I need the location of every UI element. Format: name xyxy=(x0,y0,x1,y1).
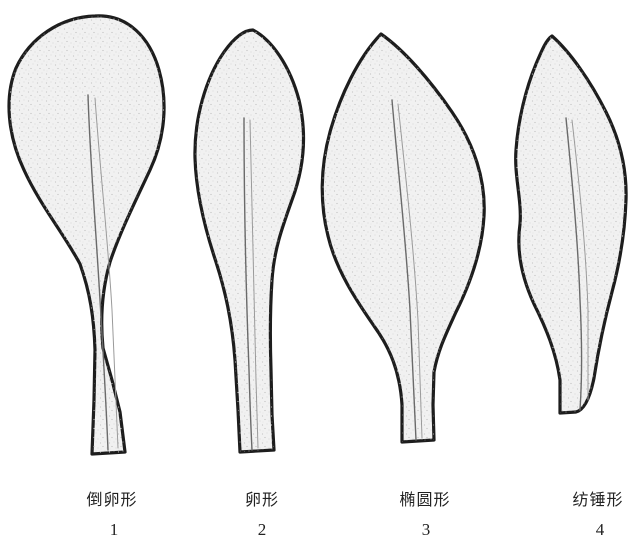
leaf-number-3: 3 xyxy=(422,520,431,540)
leaf-number-4: 4 xyxy=(596,520,605,540)
leaf-label-elliptic: 椭圆形 xyxy=(399,486,450,510)
leaf-ovate xyxy=(195,30,304,452)
leaf-elliptic xyxy=(322,34,484,442)
leaf-label-fusiform: 纺锤形 xyxy=(572,486,623,510)
leaf-label-obovate: 倒卵形 xyxy=(86,486,137,510)
leaf-fusiform xyxy=(516,36,626,413)
leaf-number-2: 2 xyxy=(258,520,267,540)
leaf-number-1: 1 xyxy=(110,520,119,540)
leaf-label-ovate: 卵形 xyxy=(245,486,279,510)
leaf-obovate xyxy=(9,16,164,454)
